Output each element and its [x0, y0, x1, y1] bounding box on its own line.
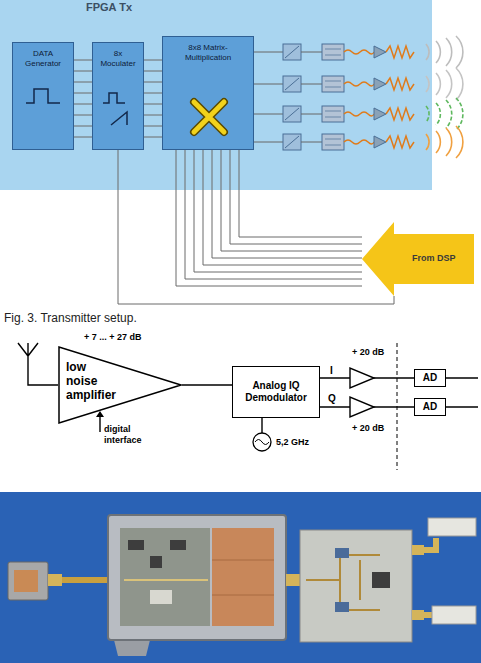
amplifier-symbol — [350, 368, 374, 388]
process-box: DATA Generator — [12, 42, 74, 150]
node-label: AD — [416, 401, 444, 413]
bus-line — [144, 137, 162, 138]
process-box: 8x Moculater — [92, 42, 144, 150]
signal-line — [144, 60, 162, 61]
multiply-symbol — [191, 99, 227, 135]
bus-line — [230, 150, 362, 244]
bus-line — [144, 104, 162, 105]
bus-line — [144, 115, 162, 116]
signal-label: + 20 dB — [352, 423, 384, 434]
amplifier-symbol — [350, 397, 374, 417]
node-label: AD — [416, 372, 444, 384]
fpga-panel: FPGA Tx DATA Generator 8x Moculater 8x8 Mat… — [0, 0, 432, 190]
process-box: 8x8 Matrix-Multiplication — [162, 36, 254, 150]
converter-box: AD — [414, 398, 446, 416]
output-wire — [446, 377, 478, 379]
bus-line — [74, 137, 92, 138]
signal-label: + 7 ... + 27 dB — [84, 332, 142, 343]
oscillator-wave — [255, 440, 269, 445]
oscillator-symbol — [253, 433, 271, 451]
bus-line — [74, 104, 92, 105]
node-label: low noise amplifier — [66, 360, 118, 402]
bus-line — [74, 115, 92, 116]
signal-label: I — [330, 365, 333, 376]
signal-label: digital interface — [104, 424, 164, 446]
bus-line — [203, 150, 362, 265]
bus-line — [221, 150, 362, 251]
tx-chain — [254, 68, 463, 100]
panel-title: FPGA Tx — [86, 1, 132, 13]
sawtooth-symbol — [111, 111, 129, 127]
signal-label: + 20 dB — [352, 347, 384, 358]
bus-line — [144, 93, 162, 94]
converter-box: AD — [414, 369, 446, 387]
bus-line — [74, 71, 92, 72]
signal-line — [182, 384, 232, 386]
hardware-photo — [8, 515, 476, 656]
pulse-symbol — [26, 87, 60, 105]
pulse-symbol — [103, 91, 125, 105]
signal-label: Q — [328, 393, 336, 404]
antenna-symbol — [18, 343, 58, 385]
node-label: From DSP — [412, 253, 456, 264]
bus-line — [194, 150, 362, 272]
signal-line — [118, 150, 394, 304]
tx-chain — [254, 36, 463, 68]
output-wire — [446, 406, 478, 408]
node-label: Analog IQ Demodulator — [237, 380, 315, 404]
photo-ground — [0, 492, 481, 663]
bus-line — [144, 71, 162, 72]
node-label: 8x8 Matrix-Multiplication — [173, 43, 243, 63]
bus-line — [212, 150, 362, 258]
tx-chain — [254, 98, 463, 130]
bus-line — [185, 150, 362, 279]
node-label: DATA Generator — [17, 49, 69, 69]
figure-caption: Fig. 3. Transmitter setup. — [4, 311, 137, 325]
arrow-shape: From DSP — [362, 222, 474, 296]
signal-label: 5,2 GHz — [276, 437, 309, 448]
tx-chain — [254, 126, 463, 158]
bus-line — [144, 82, 162, 83]
bus-line — [74, 126, 92, 127]
bus-line — [144, 126, 162, 127]
bus-line — [74, 93, 92, 94]
bus-line — [74, 82, 92, 83]
oscillator-wire — [261, 418, 262, 433]
signal-line — [176, 150, 362, 286]
control-arrow — [99, 416, 100, 432]
process-box: Analog IQ Demodulator — [232, 366, 320, 418]
arrow-head — [96, 411, 104, 417]
node-label: 8x Moculater — [97, 49, 139, 69]
amplifier-triangle: low noise amplifier — [58, 346, 182, 424]
signal-line — [74, 60, 92, 61]
bus-line — [239, 150, 362, 237]
